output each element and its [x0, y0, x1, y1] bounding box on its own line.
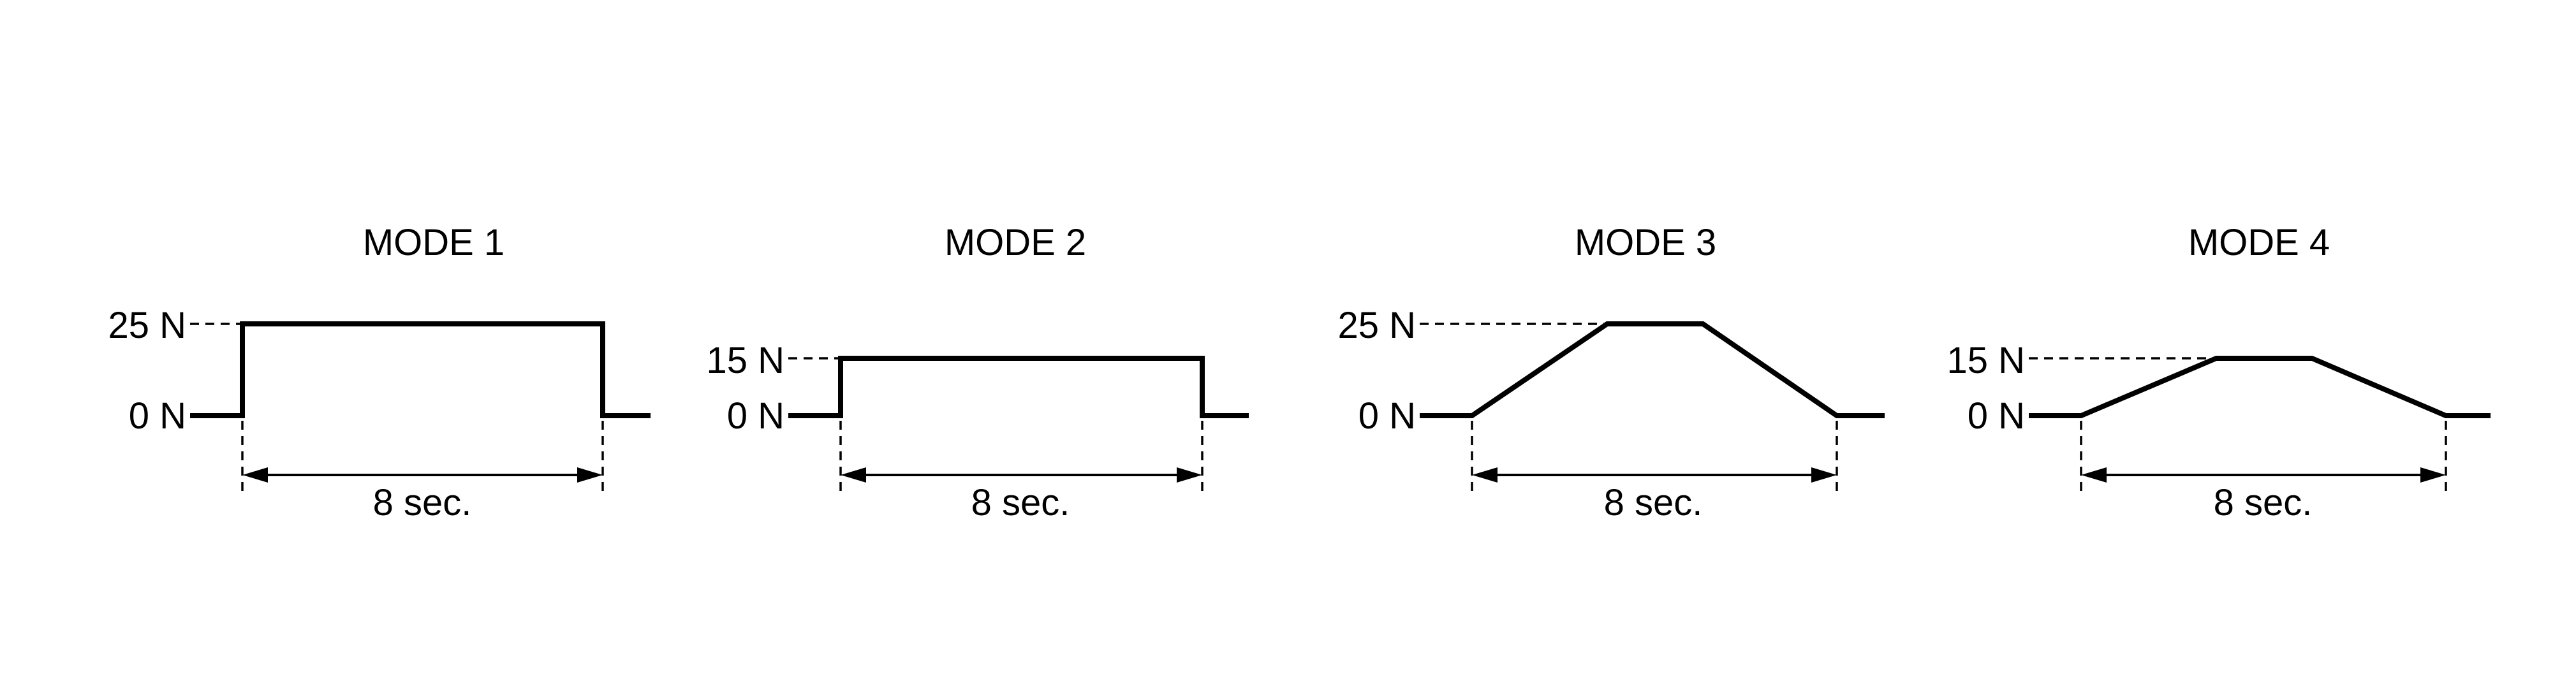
mode-3-duration-label: 8 sec.	[1604, 482, 1703, 523]
mode-4-panel: MODE 4 15 N 0 N 8 sec.	[1947, 222, 2491, 523]
mode-2-duration-arrow	[841, 467, 1202, 483]
mode-3-force-waveform	[1420, 321, 1885, 418]
mode-4-duration-label: 8 sec.	[2214, 482, 2313, 523]
mode-4-force-waveform	[2029, 356, 2491, 418]
mode-1-duration-arrow	[242, 467, 603, 483]
mode-3-duration-arrow	[1472, 467, 1837, 483]
mode-1-panel: MODE 1 25 N 0 N 8 sec.	[108, 222, 651, 523]
mode-2-force-waveform	[788, 356, 1249, 418]
mode-3-peak-label: 25 N	[1337, 305, 1416, 346]
mode-1-zero-label: 0 N	[129, 395, 186, 437]
mode-1-force-waveform	[190, 321, 651, 418]
mode-3-title: MODE 3	[1575, 222, 1716, 263]
mode-2-title: MODE 2	[945, 222, 1086, 263]
mode-1-title: MODE 1	[363, 222, 504, 263]
mode-2-duration-label: 8 sec.	[971, 482, 1070, 523]
mode-3-panel: MODE 3 25 N 0 N 8 sec.	[1337, 222, 1885, 523]
mode-2-panel: MODE 2 15 N 0 N 8 sec.	[706, 222, 1249, 523]
mode-2-zero-label: 0 N	[727, 395, 784, 437]
mode-4-title: MODE 4	[2188, 222, 2330, 263]
mode-3-zero-label: 0 N	[1358, 395, 1416, 437]
mode-1-peak-label: 25 N	[108, 305, 186, 346]
mode-1-duration-label: 8 sec.	[373, 482, 472, 523]
mode-2-peak-label: 15 N	[706, 340, 784, 381]
mode-4-zero-label: 0 N	[1968, 395, 2025, 437]
mode-4-peak-label: 15 N	[1947, 340, 2025, 381]
mode-4-duration-arrow	[2081, 467, 2446, 483]
